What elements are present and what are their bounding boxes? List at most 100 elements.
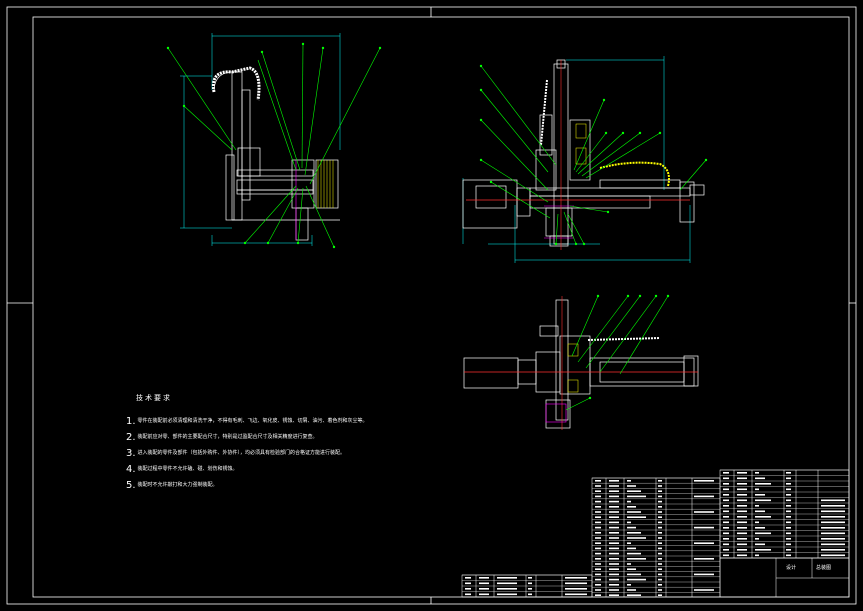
parts-list-cell-text <box>755 543 765 546</box>
parts-list-cell-text <box>609 558 619 560</box>
requirement-item: 2.装配前应对零、部件的主要配合尺寸，特别是过盈配合尺寸及相关精度进行复查。 <box>126 432 318 443</box>
requirement-item: 3.进入装配的零件及部件（包括外购件、外协件），均必须具有检验部门的合格证方能进… <box>126 448 346 459</box>
parts-list-cell-text <box>737 521 747 524</box>
parts-list-cell-text <box>755 483 771 485</box>
parts-list-cell-text <box>627 526 636 529</box>
parts-list-cell-text <box>755 472 759 474</box>
parts-list-cell-text <box>786 472 791 474</box>
parts-list-cell-text <box>786 494 791 496</box>
front-view-gear <box>575 123 587 165</box>
parts-list-cell-text <box>595 594 601 596</box>
parts-list-cell-text <box>609 589 619 591</box>
parts-list-cell-text <box>658 558 662 560</box>
parts-list-cell-text <box>755 499 771 502</box>
parts-list-cell-text <box>723 549 729 551</box>
parts-list-cell-text <box>627 578 646 581</box>
parts-list-cell-text <box>595 584 601 586</box>
parts-list-cell-text <box>723 554 729 557</box>
side-view-cable-chain <box>211 66 261 101</box>
parts-list-cell-text <box>723 483 729 485</box>
parts-list-cell-text <box>821 505 845 507</box>
parts-list-cell-text <box>737 505 747 507</box>
parts-list-cell-text <box>465 588 471 590</box>
parts-list-cell-text <box>627 594 641 596</box>
requirement-item: 5.装配时不允许敲打和大力强制装配。 <box>126 480 218 491</box>
parts-list-cell-text <box>627 558 646 560</box>
parts-list-cell-text <box>658 480 662 482</box>
parts-list-cell-text <box>821 543 845 546</box>
parts-list-cell-text <box>755 527 765 529</box>
parts-list-cell-text <box>528 593 532 596</box>
side-view-disc <box>317 160 334 208</box>
parts-list-cell-text <box>786 510 791 513</box>
parts-list-cell-text <box>609 500 619 503</box>
parts-list-cell-text <box>755 505 759 507</box>
front-view-leaders <box>480 65 707 245</box>
parts-list-cell-text <box>821 510 845 513</box>
parts-list-cell-text <box>595 480 601 482</box>
parts-list-cell-text <box>755 516 771 518</box>
parts-list-cell-text <box>479 577 489 579</box>
side-view-structure <box>213 71 340 241</box>
parts-list-cell-text <box>465 577 471 579</box>
parts-list-cell-text <box>786 549 791 551</box>
parts-list-cell-text <box>609 537 619 539</box>
parts-list-cell-text <box>821 516 845 518</box>
parts-list-cell-text <box>565 593 587 596</box>
parts-list-cell-text <box>595 500 601 503</box>
parts-list-cell-text <box>737 554 747 557</box>
front-view-hidden <box>544 205 574 239</box>
front-view-leader-marks <box>479 64 708 246</box>
parts-list-cell-text <box>627 537 646 539</box>
parts-list-cell-text <box>694 542 714 544</box>
parts-list-cell-text <box>609 584 619 586</box>
parts-list-cell-text <box>595 578 601 581</box>
parts-list-cell-text <box>658 547 662 550</box>
parts-list-cell-text <box>755 554 759 557</box>
parts-list-cell-text <box>786 543 791 546</box>
parts-list-cell-text <box>595 563 601 565</box>
parts-list-cell-text <box>786 521 791 524</box>
parts-list-cell-text <box>755 538 759 540</box>
parts-list-cell-text <box>609 511 619 513</box>
front-view <box>462 56 708 263</box>
parts-list-cell-text <box>627 506 636 508</box>
parts-list-cell-text <box>694 526 714 529</box>
parts-list-cell-text <box>737 483 747 485</box>
parts-list-cell-text <box>786 499 791 502</box>
parts-list-cell-text <box>658 521 662 524</box>
parts-list-cell-text <box>694 558 714 560</box>
parts-list-cell-text <box>821 532 845 535</box>
parts-list-cell-text <box>627 485 636 487</box>
plan-view-hidden <box>545 403 567 423</box>
parts-list-cell-text <box>658 589 662 591</box>
parts-list-cell-text <box>821 527 845 529</box>
parts-list-cell-text <box>465 582 471 585</box>
parts-list-cell-text <box>627 516 646 518</box>
parts-list-cell-text <box>737 543 747 546</box>
parts-list-cell-text <box>737 549 747 551</box>
parts-list-cell-text <box>737 488 747 491</box>
parts-list-cell-text <box>627 490 641 492</box>
parts-list-cell-text <box>723 488 729 491</box>
parts-list-cell-text <box>694 589 714 591</box>
parts-list-cell-text <box>609 594 619 596</box>
parts-list-cell-text <box>737 499 747 502</box>
parts-list-cell-text <box>497 582 517 585</box>
parts-list-cell-text <box>658 500 662 503</box>
parts-list-cell-text <box>658 516 662 518</box>
parts-list-cell-text <box>723 527 729 529</box>
parts-list-cell-text <box>595 589 601 591</box>
parts-list-cell-text <box>755 488 759 491</box>
parts-list-cell-text <box>723 521 729 524</box>
parts-list-cell-text <box>627 584 631 586</box>
parts-list-cell-text <box>723 538 729 540</box>
parts-list-cell-text <box>723 505 729 507</box>
parts-list-cell-text <box>694 511 714 513</box>
parts-list-cell-text <box>786 527 791 529</box>
drawing-name: 总装图 <box>816 565 832 571</box>
plan-view-structure <box>463 299 699 429</box>
parts-list-cell-text <box>755 532 771 535</box>
parts-list-cell-text <box>737 472 747 474</box>
parts-list-cell-text <box>821 521 845 524</box>
